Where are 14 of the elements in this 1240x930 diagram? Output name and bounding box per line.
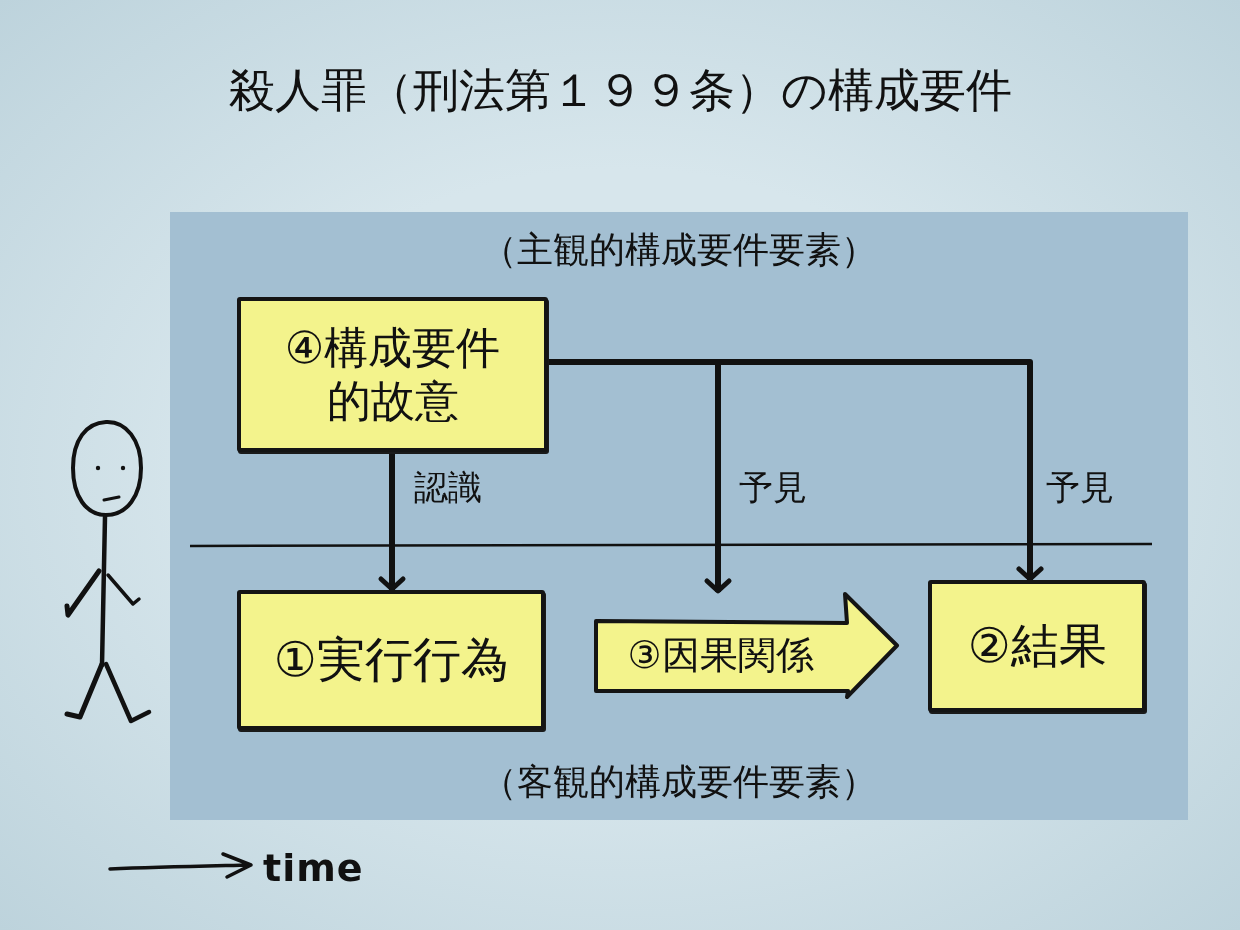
section-heading: （主観的構成要件要素）	[481, 228, 877, 272]
concept-box	[237, 297, 548, 452]
section-heading: （客観的構成要件要素）	[481, 760, 877, 804]
direction-label: time	[263, 846, 364, 890]
concept-box	[928, 580, 1146, 712]
concept-label: ①実行行為	[273, 631, 509, 689]
concept-label: ②結果	[967, 617, 1107, 675]
arrow	[378, 452, 406, 592]
section-panel	[170, 212, 1188, 820]
concept-label: ③因果関係	[627, 633, 814, 679]
diagram-title: 殺人罪（刑法第１９９条）の構成要件	[228, 62, 1012, 118]
concept-box	[237, 590, 545, 730]
block-arrow	[594, 592, 899, 699]
concept-label: ④構成要件的故意	[283, 321, 502, 428]
